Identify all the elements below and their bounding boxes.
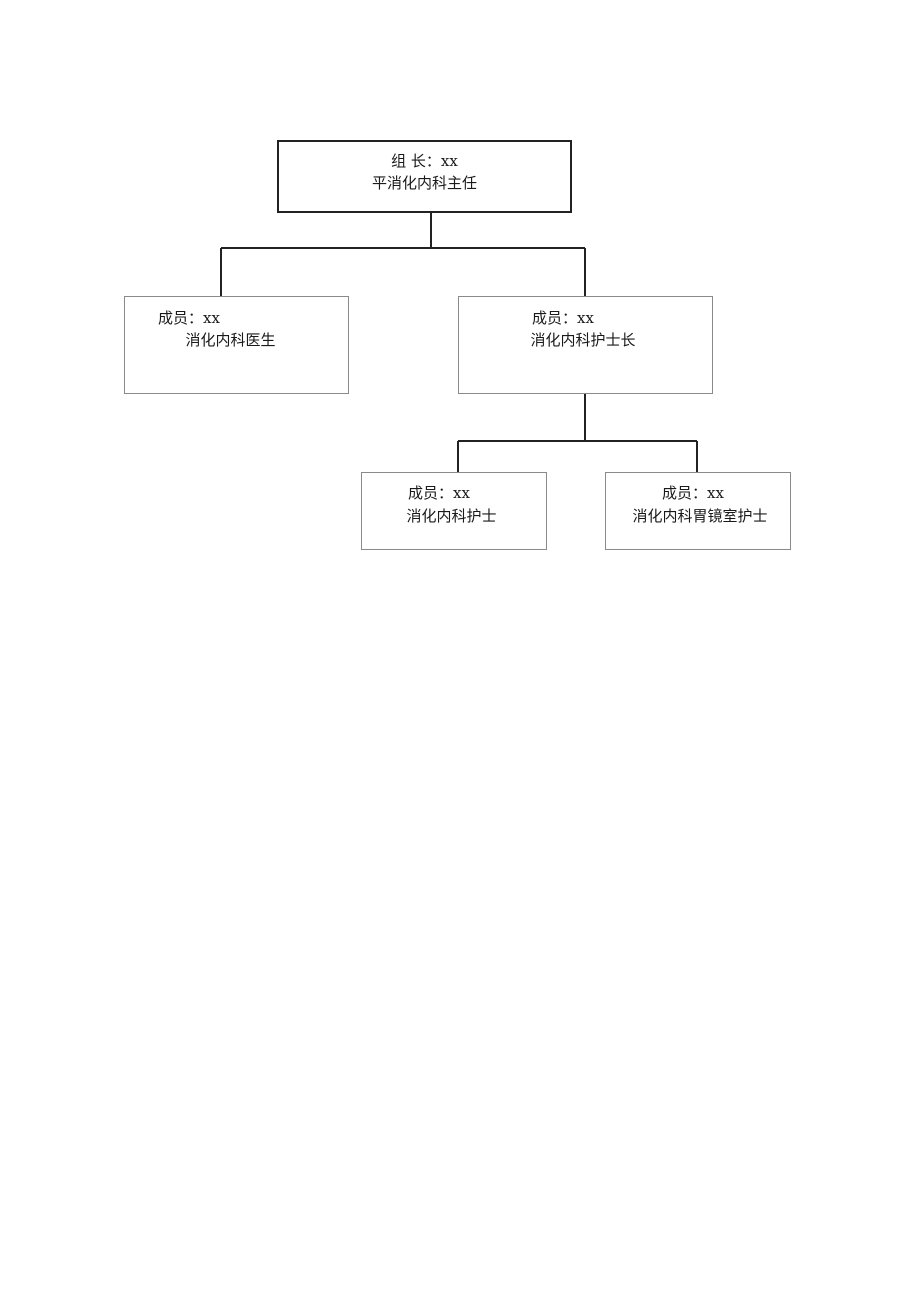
- org-node-nurse: 成员：xx 消化内科护士: [361, 472, 547, 550]
- node-title: 消化内科胃镜室护士: [632, 507, 768, 525]
- node-title: 消化内科护士长: [530, 331, 636, 349]
- org-node-doctor: 成员：xx 消化内科医生: [124, 296, 349, 394]
- node-role-name: 成员：xx: [532, 309, 594, 327]
- node-title: 平消化内科主任: [371, 174, 477, 192]
- node-role-name: 成员：xx: [662, 484, 724, 502]
- org-node-endoscopy-nurse: 成员：xx 消化内科胃镜室护士: [605, 472, 791, 550]
- node-role-name: 成员：xx: [408, 484, 470, 502]
- org-node-team-leader: 组 长：xx 平消化内科主任: [277, 140, 572, 213]
- node-title: 消化内科医生: [185, 331, 276, 349]
- node-role-name: 成员：xx: [158, 309, 220, 327]
- org-node-head-nurse: 成员：xx 消化内科护士长: [458, 296, 713, 394]
- node-role-name: 组 长：xx: [391, 152, 458, 170]
- node-title: 消化内科护士: [406, 507, 497, 525]
